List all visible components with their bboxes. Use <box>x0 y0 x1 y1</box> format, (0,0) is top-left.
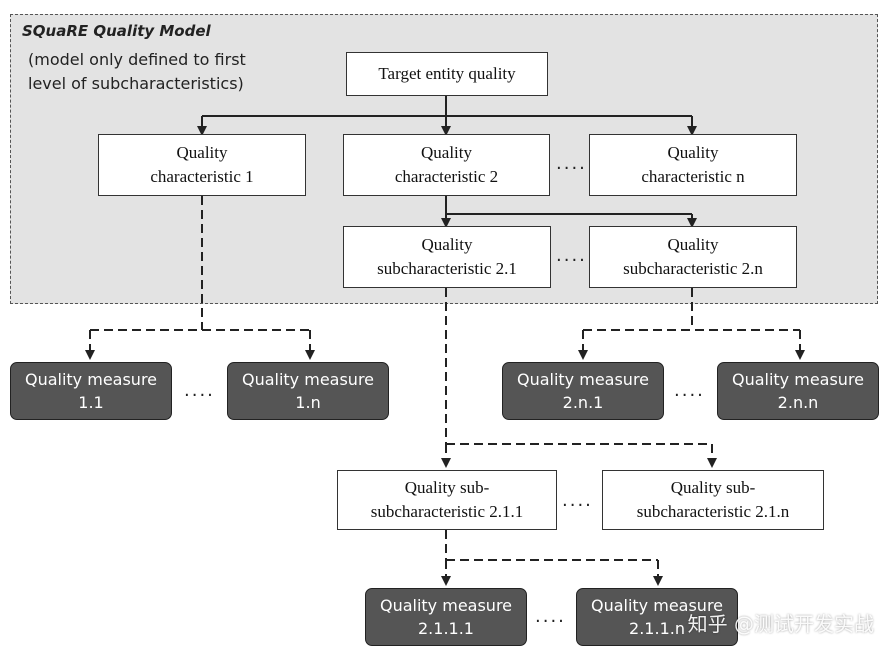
measure-2-n-1-node: Quality measure 2.n.1 <box>502 362 664 420</box>
characteristic-2-node: Quality characteristic 2 <box>343 134 550 196</box>
subcharacteristic-2-1-line1: Quality <box>421 235 473 254</box>
subsubcharacteristics-ellipsis: .... <box>562 490 593 511</box>
subsubcharacteristic-2-1-1-node: Quality sub- subcharacteristic 2.1.1 <box>337 470 557 530</box>
measure-2-1-1-1-node: Quality measure 2.1.1.1 <box>365 588 527 646</box>
measure-2-n-n-node: Quality measure 2.n.n <box>717 362 879 420</box>
measure-2-n-1-line1: Quality measure <box>516 370 650 389</box>
measures-2n-ellipsis: .... <box>674 380 705 401</box>
characteristic-1-line1: Quality <box>176 143 228 162</box>
measure-2-n-n-line1: Quality measure <box>731 370 865 389</box>
subcharacteristic-2-n-line1: Quality <box>667 235 719 254</box>
measure-2-n-n-line2: 2.n.n <box>777 393 819 412</box>
characteristic-n-node: Quality characteristic n <box>589 134 797 196</box>
characteristic-n-line1: Quality <box>667 143 719 162</box>
subsubcharacteristic-2-1-n-line1: Quality sub- <box>670 478 756 497</box>
characteristic-1-line2: characteristic 1 <box>150 167 254 186</box>
characteristic-2-line2: characteristic 2 <box>394 167 499 186</box>
measure-2-1-1-1-line1: Quality measure <box>379 596 513 615</box>
measure-2-1-1-1-line2: 2.1.1.1 <box>418 619 474 638</box>
root-node-label: Target entity quality <box>378 64 516 83</box>
characteristics-ellipsis: .... <box>556 153 587 174</box>
subsubcharacteristic-2-1-n-node: Quality sub- subcharacteristic 2.1.n <box>602 470 824 530</box>
subcharacteristics-ellipsis: .... <box>556 245 587 266</box>
characteristic-n-line2: characteristic n <box>641 167 745 186</box>
characteristic-2-line1: Quality <box>421 143 472 162</box>
measure-1-1-line2: 1.1 <box>78 393 104 412</box>
subsubcharacteristic-2-1-n-line2: subcharacteristic 2.1.n <box>636 502 790 521</box>
measure-2-1-1-n-node: Quality measure 2.1.1.n <box>576 588 738 646</box>
measures-2-1-1-ellipsis: .... <box>535 606 566 627</box>
subsubcharacteristic-2-1-1-line1: Quality sub- <box>404 478 490 497</box>
measure-1-1-line1: Quality measure <box>24 370 158 389</box>
subcharacteristic-2-n-node: Quality subcharacteristic 2.n <box>589 226 797 288</box>
subcharacteristic-2-1-line2: subcharacteristic 2.1 <box>377 259 517 278</box>
measure-1-1-node: Quality measure 1.1 <box>10 362 172 420</box>
model-note-line-1: (model only defined to first <box>28 50 246 69</box>
subsubcharacteristic-2-1-1-line2: subcharacteristic 2.1.1 <box>370 502 524 521</box>
subcharacteristic-2-1-node: Quality subcharacteristic 2.1 <box>343 226 551 288</box>
watermark: 知乎 @测试开发实战 <box>687 612 874 636</box>
measure-1-n-line2: 1.n <box>295 393 321 412</box>
measure-1-n-line1: Quality measure <box>241 370 375 389</box>
measure-1-n-node: Quality measure 1.n <box>227 362 389 420</box>
model-note: (model only defined to first level of su… <box>28 48 318 96</box>
subcharacteristic-2-n-line2: subcharacteristic 2.n <box>623 259 763 278</box>
measures-1-ellipsis: .... <box>184 380 215 401</box>
characteristic-1-node: Quality characteristic 1 <box>98 134 306 196</box>
measure-2-1-1-n-line2: 2.1.1.n <box>629 619 685 638</box>
measure-2-n-1-line2: 2.n.1 <box>562 393 604 412</box>
model-title: SQuaRE Quality Model <box>22 22 211 40</box>
measure-2-1-1-n-line1: Quality measure <box>590 596 724 615</box>
root-node: Target entity quality <box>346 52 548 96</box>
model-note-line-2: level of subcharacteristics) <box>28 74 244 93</box>
